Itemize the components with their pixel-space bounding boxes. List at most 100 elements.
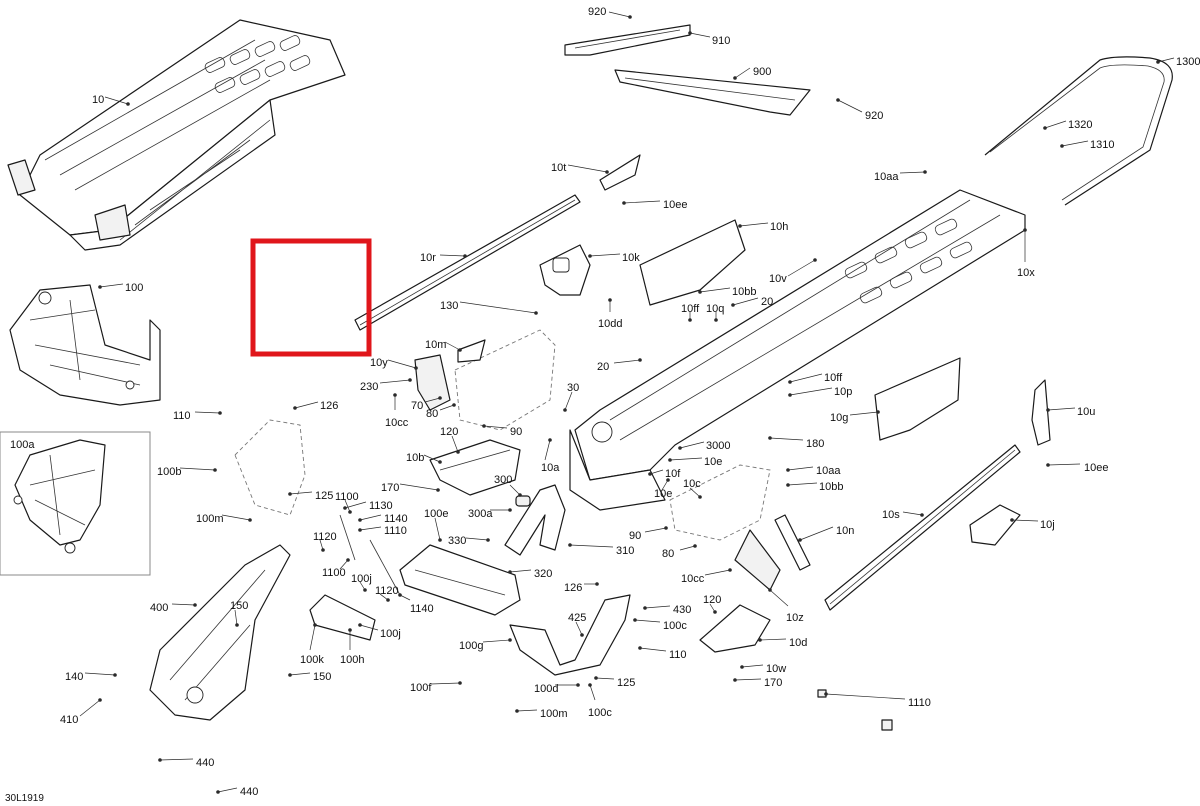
leader-dot bbox=[313, 623, 317, 627]
leader-dot bbox=[398, 593, 402, 597]
leader-line bbox=[613, 359, 641, 364]
callout-10aa: 10aa bbox=[874, 170, 927, 183]
callout-label: 1100 bbox=[322, 567, 346, 579]
callout-10r: 10r bbox=[420, 252, 467, 264]
callout-label: 10r bbox=[420, 252, 436, 264]
leader-line bbox=[564, 391, 573, 411]
callout-label: 320 bbox=[534, 568, 552, 580]
callout-10n: 10n bbox=[798, 525, 854, 542]
leader-dot bbox=[248, 518, 252, 522]
leader-line bbox=[399, 594, 411, 601]
leader-line bbox=[837, 99, 863, 113]
leader-dot bbox=[386, 598, 390, 602]
callout-110: 110 bbox=[173, 410, 222, 422]
leader-dot bbox=[740, 665, 744, 669]
callout-10t: 10t bbox=[551, 162, 609, 174]
callout-410: 410 bbox=[60, 698, 102, 726]
callout-10e: 10e bbox=[668, 456, 722, 468]
callout-layer: 9209109009201300132013101010t10aa10ee10h… bbox=[10, 6, 1200, 798]
leader-dot bbox=[633, 618, 637, 622]
callout-label: 230 bbox=[360, 381, 378, 393]
leader-line bbox=[589, 253, 621, 257]
leader-line bbox=[741, 664, 764, 668]
callout-10j: 10j bbox=[1010, 518, 1055, 531]
callout-label: 910 bbox=[712, 35, 730, 47]
leader-line bbox=[459, 301, 537, 314]
callout-10bb2: 10bb bbox=[786, 481, 843, 493]
callout-label: 10m bbox=[425, 339, 446, 351]
callout-label: 80 bbox=[662, 548, 674, 560]
callout-10v: 10v bbox=[769, 258, 817, 285]
leader-dot bbox=[836, 98, 840, 102]
leader-line bbox=[634, 619, 661, 623]
part-front-frame-100 bbox=[9, 284, 161, 406]
leader-line bbox=[430, 682, 461, 685]
callout-125: 125 bbox=[288, 490, 333, 502]
part-10g bbox=[874, 357, 961, 441]
callout-label: 126 bbox=[564, 582, 582, 594]
leader-dot bbox=[713, 610, 717, 614]
callout-100c: 100c bbox=[633, 618, 687, 632]
leader-line bbox=[704, 569, 731, 576]
leader-line bbox=[787, 259, 816, 277]
leader-dot bbox=[126, 102, 130, 106]
leader-dot bbox=[588, 683, 592, 687]
leader-line bbox=[516, 709, 538, 712]
callout-label: 10j bbox=[1040, 519, 1055, 531]
leader-dot bbox=[923, 170, 927, 174]
callout-label: 1300 bbox=[1176, 56, 1200, 68]
callout-10e2: 10e bbox=[654, 478, 672, 500]
callout-120b: 120 bbox=[703, 594, 721, 614]
callout-label: 110 bbox=[669, 649, 687, 661]
leader-dot bbox=[580, 633, 584, 637]
callout-label: 10bb bbox=[819, 481, 843, 493]
leader-dot bbox=[668, 458, 672, 462]
callout-label: 10bb bbox=[732, 286, 756, 298]
part-10h bbox=[639, 219, 746, 306]
leader-line bbox=[79, 699, 101, 717]
leader-dot bbox=[321, 548, 325, 552]
callout-126b: 126 bbox=[564, 582, 599, 594]
leader-dot bbox=[218, 411, 222, 415]
leader-line bbox=[608, 11, 631, 18]
part-900 bbox=[614, 69, 811, 116]
leader-dot bbox=[463, 254, 467, 258]
leader-line bbox=[1044, 120, 1067, 129]
leader-line bbox=[439, 254, 466, 257]
leader-line bbox=[569, 544, 614, 548]
leader-dot bbox=[876, 410, 880, 414]
leader-dot bbox=[738, 224, 742, 228]
callout-920a: 920 bbox=[588, 6, 632, 19]
callout-label: 1130 bbox=[369, 500, 393, 512]
leader-line bbox=[359, 526, 382, 531]
callout-label: 10ee bbox=[663, 199, 687, 211]
callout-100c2: 100c bbox=[588, 683, 612, 719]
leader-dot bbox=[563, 408, 567, 412]
callout-180: 180 bbox=[768, 436, 824, 450]
callout-100a: 100a bbox=[10, 439, 35, 451]
callout-label: 100m bbox=[540, 708, 568, 720]
callout-label: 10q bbox=[706, 303, 724, 315]
leader-dot bbox=[788, 393, 792, 397]
leader-line bbox=[1157, 57, 1175, 63]
callout-1110b: 1110 bbox=[824, 692, 931, 709]
callout-100m: 100m bbox=[196, 513, 252, 525]
leader-dot bbox=[508, 570, 512, 574]
part-tunnel-10 bbox=[7, 19, 346, 251]
callout-10h: 10h bbox=[738, 221, 788, 233]
leader-line bbox=[439, 404, 455, 411]
callout-label: 110 bbox=[173, 410, 191, 422]
leader-dot bbox=[698, 290, 702, 294]
leader-dot bbox=[576, 683, 580, 687]
callout-label: 100e bbox=[424, 508, 448, 520]
callout-70: 70 bbox=[411, 396, 442, 412]
callout-1310: 1310 bbox=[1060, 139, 1114, 151]
leader-line bbox=[759, 638, 787, 641]
leader-line bbox=[194, 411, 221, 414]
callout-label: 10g bbox=[830, 412, 848, 424]
leader-line bbox=[444, 341, 461, 351]
leader-dot bbox=[508, 638, 512, 642]
leader-dot bbox=[452, 403, 456, 407]
callout-label: 10s bbox=[882, 509, 900, 521]
leader-dot bbox=[458, 348, 462, 352]
